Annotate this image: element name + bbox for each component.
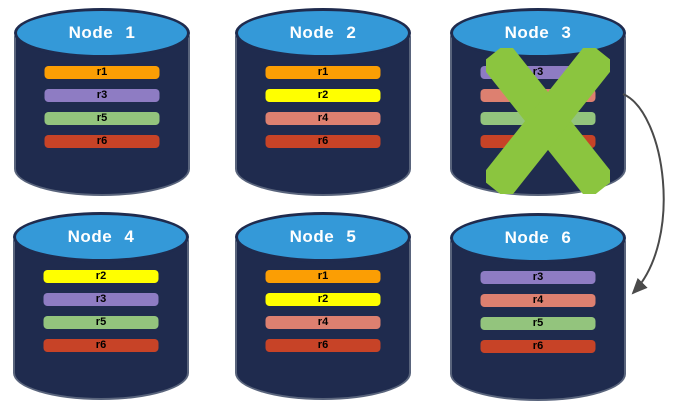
replica-bar: r1 xyxy=(265,270,381,283)
replica-label: r3 xyxy=(96,89,108,101)
node-3: r3 r4 r5 r6 Node 3 xyxy=(450,8,626,196)
replica-bar: r6 xyxy=(265,339,381,352)
replica-bar: r4 xyxy=(265,112,381,125)
node-1: r1 r3 r5 r6 Node 1 xyxy=(14,8,190,196)
replica-bar: r3 xyxy=(44,89,160,102)
node-2-label: Node 2 xyxy=(289,23,357,42)
node-4-replica-list: r2 r3 r5 r6 xyxy=(43,270,159,352)
replica-bar: r1 xyxy=(44,66,160,79)
replica-label: r1 xyxy=(96,66,108,78)
node-5-replica-list: r1 r2 r4 r6 xyxy=(265,270,381,352)
replica-label: r4 xyxy=(532,294,544,306)
node-1-label: Node 1 xyxy=(68,23,136,42)
replica-bar: r2 xyxy=(265,89,381,102)
replica-label: r2 xyxy=(317,89,329,101)
replica-label: r5 xyxy=(532,317,544,329)
replica-label: r6 xyxy=(532,340,544,352)
node-3-label: Node 3 xyxy=(504,23,572,42)
replica-bar: r3 xyxy=(480,271,596,284)
replica-bar: r5 xyxy=(43,316,159,329)
replica-label: r3 xyxy=(95,293,107,305)
replica-label: r4 xyxy=(317,316,329,328)
node-2: r1 r2 r4 r6 Node 2 xyxy=(235,8,411,196)
node-5: r1 r2 r4 r6 Node 5 xyxy=(235,212,411,400)
replica-label: r6 xyxy=(317,339,329,351)
node-6-label: Node 6 xyxy=(504,228,572,247)
replica-label: r2 xyxy=(95,270,107,282)
replica-bar: r1 xyxy=(265,66,381,79)
replica-label: r2 xyxy=(317,293,329,305)
node-1-cylinder-top: Node 1 xyxy=(14,8,190,58)
node-4: r2 r3 r5 r6 Node 4 xyxy=(13,212,189,400)
replica-label: r5 xyxy=(95,316,107,328)
node-5-label: Node 5 xyxy=(289,227,357,246)
failure-x-icon xyxy=(486,48,610,194)
replica-bar: r6 xyxy=(265,135,381,148)
replica-bar: r6 xyxy=(44,135,160,148)
replica-label: r6 xyxy=(95,339,107,351)
node-2-cylinder-top: Node 2 xyxy=(235,8,411,58)
replica-label: r4 xyxy=(317,112,329,124)
replica-label: r5 xyxy=(96,112,108,124)
replica-label: r3 xyxy=(532,66,544,78)
replica-bar: r3 xyxy=(43,293,159,306)
node-6-replica-list: r3 r4 r5 r6 xyxy=(480,271,596,353)
replica-bar: r6 xyxy=(480,340,596,353)
node-6: r3 r4 r5 r6 Node 6 xyxy=(450,213,626,401)
node-6-cylinder-top: Node 6 xyxy=(450,213,626,263)
node-3-cylinder-top: Node 3 xyxy=(450,8,626,58)
node-5-cylinder-top: Node 5 xyxy=(235,212,411,262)
replica-bar: r5 xyxy=(480,317,596,330)
replica-label: r6 xyxy=(96,135,108,147)
node-2-replica-list: r1 r2 r4 r6 xyxy=(265,66,381,148)
replica-bar: r6 xyxy=(43,339,159,352)
replica-label: r3 xyxy=(532,271,544,283)
replica-label: r1 xyxy=(317,270,329,282)
replica-label: r6 xyxy=(317,135,329,147)
node-1-replica-list: r1 r3 r5 r6 xyxy=(44,66,160,148)
replica-bar: r2 xyxy=(265,293,381,306)
replica-label: r1 xyxy=(317,66,329,78)
replica-bar: r2 xyxy=(43,270,159,283)
replica-bar: r5 xyxy=(44,112,160,125)
replica-bar: r4 xyxy=(265,316,381,329)
replica-bar: r4 xyxy=(480,294,596,307)
node-4-cylinder-top: Node 4 xyxy=(13,212,189,262)
node-4-label: Node 4 xyxy=(67,227,135,246)
